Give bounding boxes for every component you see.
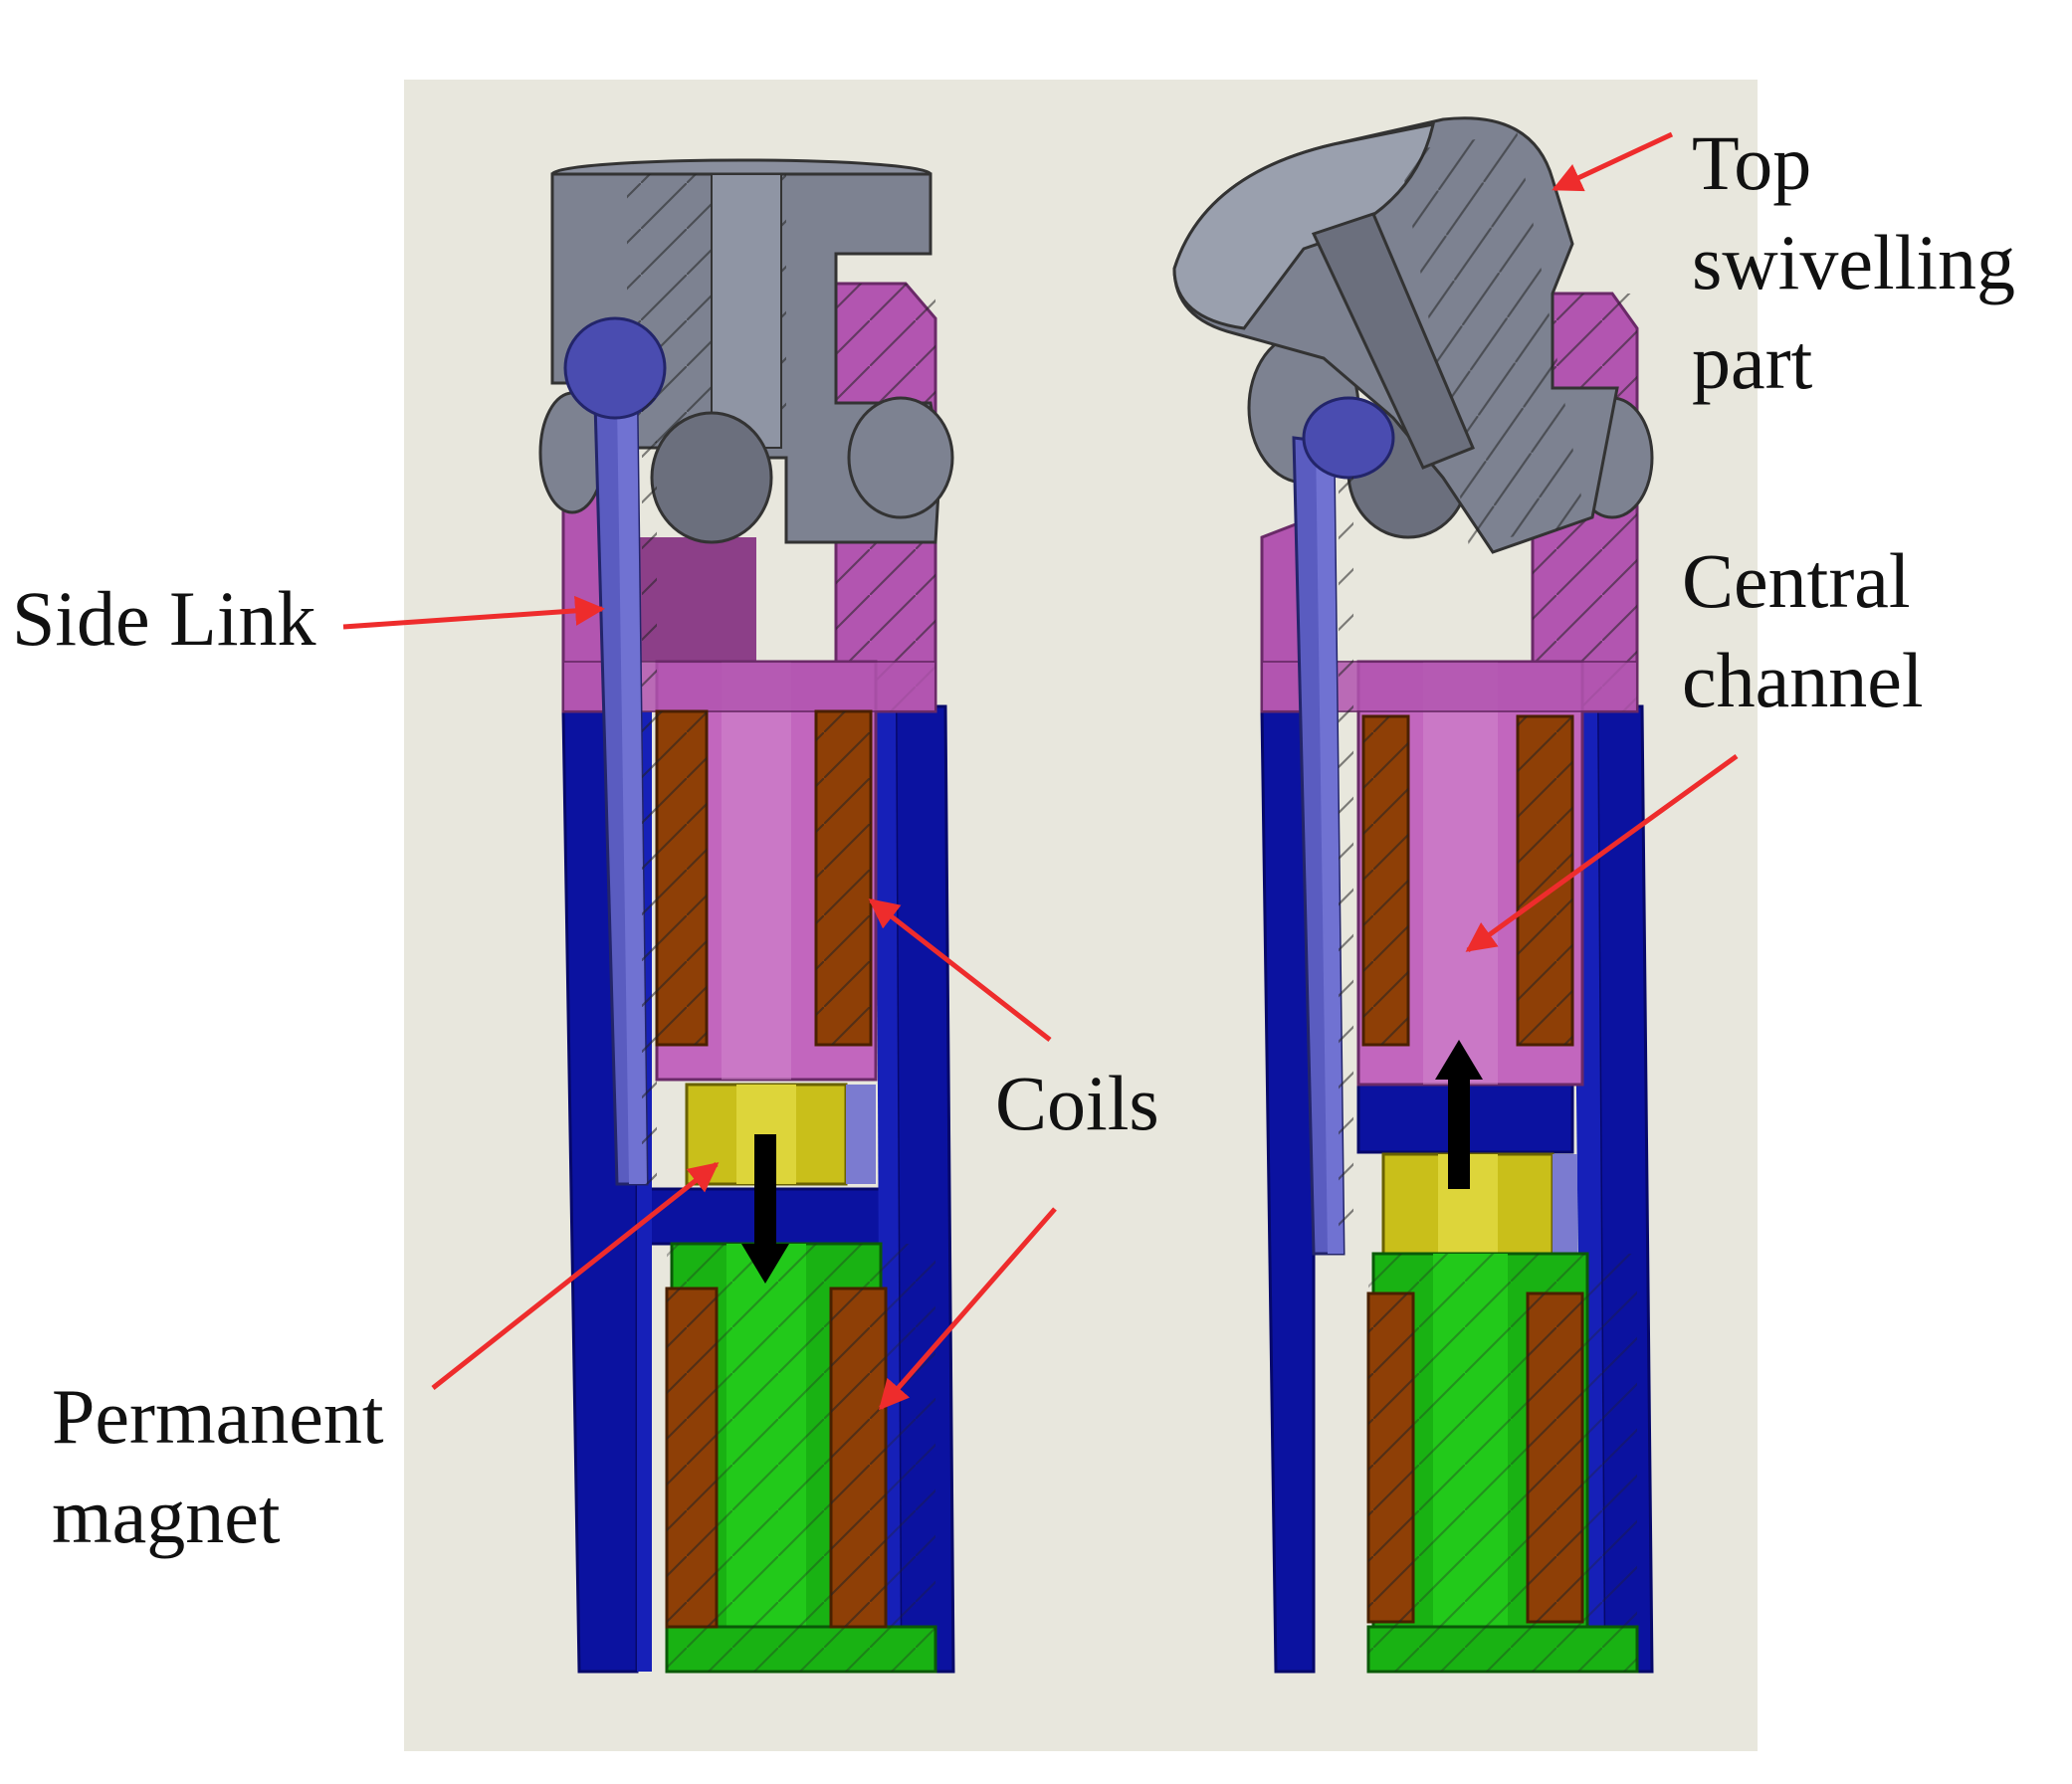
arrow-side-link	[342, 595, 605, 630]
right-actuator	[1172, 116, 1654, 1674]
permanent-magnet-left	[685, 1083, 876, 1186]
left-actuator	[538, 158, 955, 1674]
coils-left-upper	[655, 709, 873, 1047]
label-coils: Coils	[995, 1060, 1159, 1146]
label-top-line-2: swivelling	[1692, 219, 2015, 305]
pointer-arrows	[342, 131, 1739, 1411]
label-central-line-2: channel	[1682, 637, 1924, 723]
arrow-central-channel	[1465, 753, 1739, 953]
arrow-coils-upper	[868, 898, 1052, 1042]
label-top-line-1: Top	[1692, 119, 1811, 206]
label-central-line-1: Central	[1682, 537, 1911, 624]
arrow-top-swivelling	[1552, 131, 1674, 192]
motion-arrow-down	[741, 1134, 789, 1284]
permanent-magnet-right	[1381, 1152, 1577, 1256]
label-magnet-line-2: magnet	[52, 1473, 281, 1559]
motion-arrow-up	[1435, 1040, 1483, 1189]
arrow-permanent-magnet	[431, 1162, 720, 1390]
label-side-link: Side Link	[12, 575, 316, 662]
side-link-left	[563, 316, 667, 1186]
coils-left-lower	[665, 1287, 888, 1629]
side-link-right	[1292, 396, 1395, 1256]
coils-right-lower	[1366, 1291, 1584, 1624]
label-top-line-3: part	[1692, 318, 1813, 405]
label-magnet-line-1: Permanent	[52, 1373, 384, 1460]
coils-right-upper	[1361, 714, 1574, 1047]
arrow-coils-lower	[879, 1207, 1057, 1411]
